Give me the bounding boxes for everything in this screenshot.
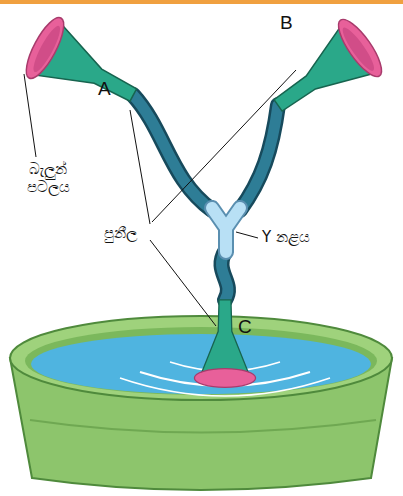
- funnel-a: [19, 13, 149, 125]
- leader-lines: [24, 70, 296, 326]
- funnel-c: [194, 300, 255, 388]
- y-tube: [212, 208, 240, 252]
- funnel-b: [259, 14, 389, 133]
- part-label: Y නළය: [262, 228, 310, 246]
- rubber-tubes: [133, 95, 278, 300]
- funnel-letter: C: [238, 316, 252, 339]
- top-bar: [0, 0, 403, 4]
- part-label: බැලුන් පටලය: [8, 160, 88, 196]
- part-label: පුනීල: [104, 224, 137, 242]
- water-basin: [10, 316, 392, 490]
- funnel-letter: B: [280, 12, 293, 35]
- funnel-letter: A: [98, 78, 111, 101]
